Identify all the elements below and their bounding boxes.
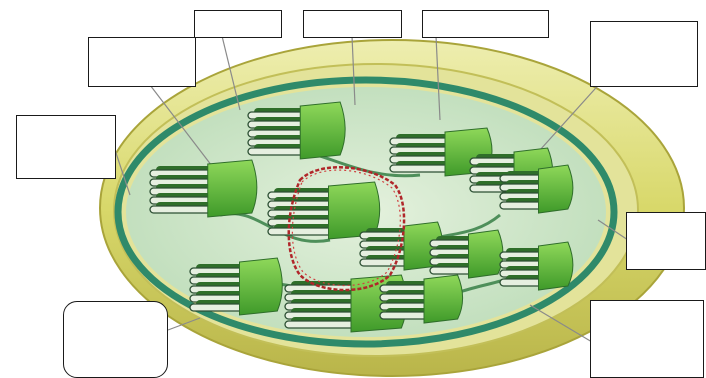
granum-stack bbox=[380, 275, 463, 323]
granum-face bbox=[208, 160, 257, 217]
label-box-right[interactable] bbox=[626, 212, 706, 270]
granum-stack bbox=[190, 258, 282, 315]
label-text bbox=[664, 239, 668, 243]
thylakoid-disc bbox=[360, 259, 408, 266]
label-text bbox=[236, 22, 240, 26]
thylakoid-disc bbox=[285, 321, 357, 328]
granum-face bbox=[539, 242, 573, 290]
granum-stack bbox=[500, 165, 573, 213]
thylakoid-disc bbox=[380, 312, 428, 319]
thylakoid-disc bbox=[268, 228, 334, 235]
thylakoid-disc bbox=[500, 202, 542, 209]
granum-stack bbox=[500, 242, 573, 290]
granum-face bbox=[240, 258, 283, 315]
label-box-top-center-left[interactable] bbox=[194, 10, 282, 38]
label-text bbox=[645, 337, 649, 341]
label-box-top-center[interactable] bbox=[303, 10, 402, 38]
label-box-bottom-right[interactable] bbox=[590, 300, 704, 378]
thylakoid-disc bbox=[248, 148, 305, 155]
thylakoid-disc bbox=[390, 165, 450, 172]
granum-face bbox=[539, 165, 573, 213]
thylakoid-disc bbox=[500, 279, 542, 286]
label-text bbox=[114, 338, 118, 342]
granum-face bbox=[469, 230, 503, 278]
label-box-top-left[interactable] bbox=[88, 37, 196, 87]
label-text bbox=[484, 22, 488, 26]
label-box-top-center-right[interactable] bbox=[422, 10, 549, 38]
label-text bbox=[140, 60, 144, 64]
label-text bbox=[351, 22, 355, 26]
label-text bbox=[642, 52, 646, 56]
granum-stack bbox=[248, 102, 345, 159]
label-box-bottom-left[interactable] bbox=[63, 301, 168, 378]
thylakoid-disc bbox=[190, 304, 244, 311]
thylakoid-disc bbox=[150, 206, 213, 213]
granum-face bbox=[300, 102, 345, 159]
granum-stack bbox=[150, 160, 257, 217]
granum-stack bbox=[430, 230, 503, 278]
label-box-top-right[interactable] bbox=[590, 21, 698, 87]
label-box-left[interactable] bbox=[16, 115, 116, 179]
granum-stack bbox=[268, 182, 380, 239]
granum-face bbox=[424, 275, 463, 323]
thylakoid-disc bbox=[430, 267, 472, 274]
label-text bbox=[64, 145, 68, 149]
